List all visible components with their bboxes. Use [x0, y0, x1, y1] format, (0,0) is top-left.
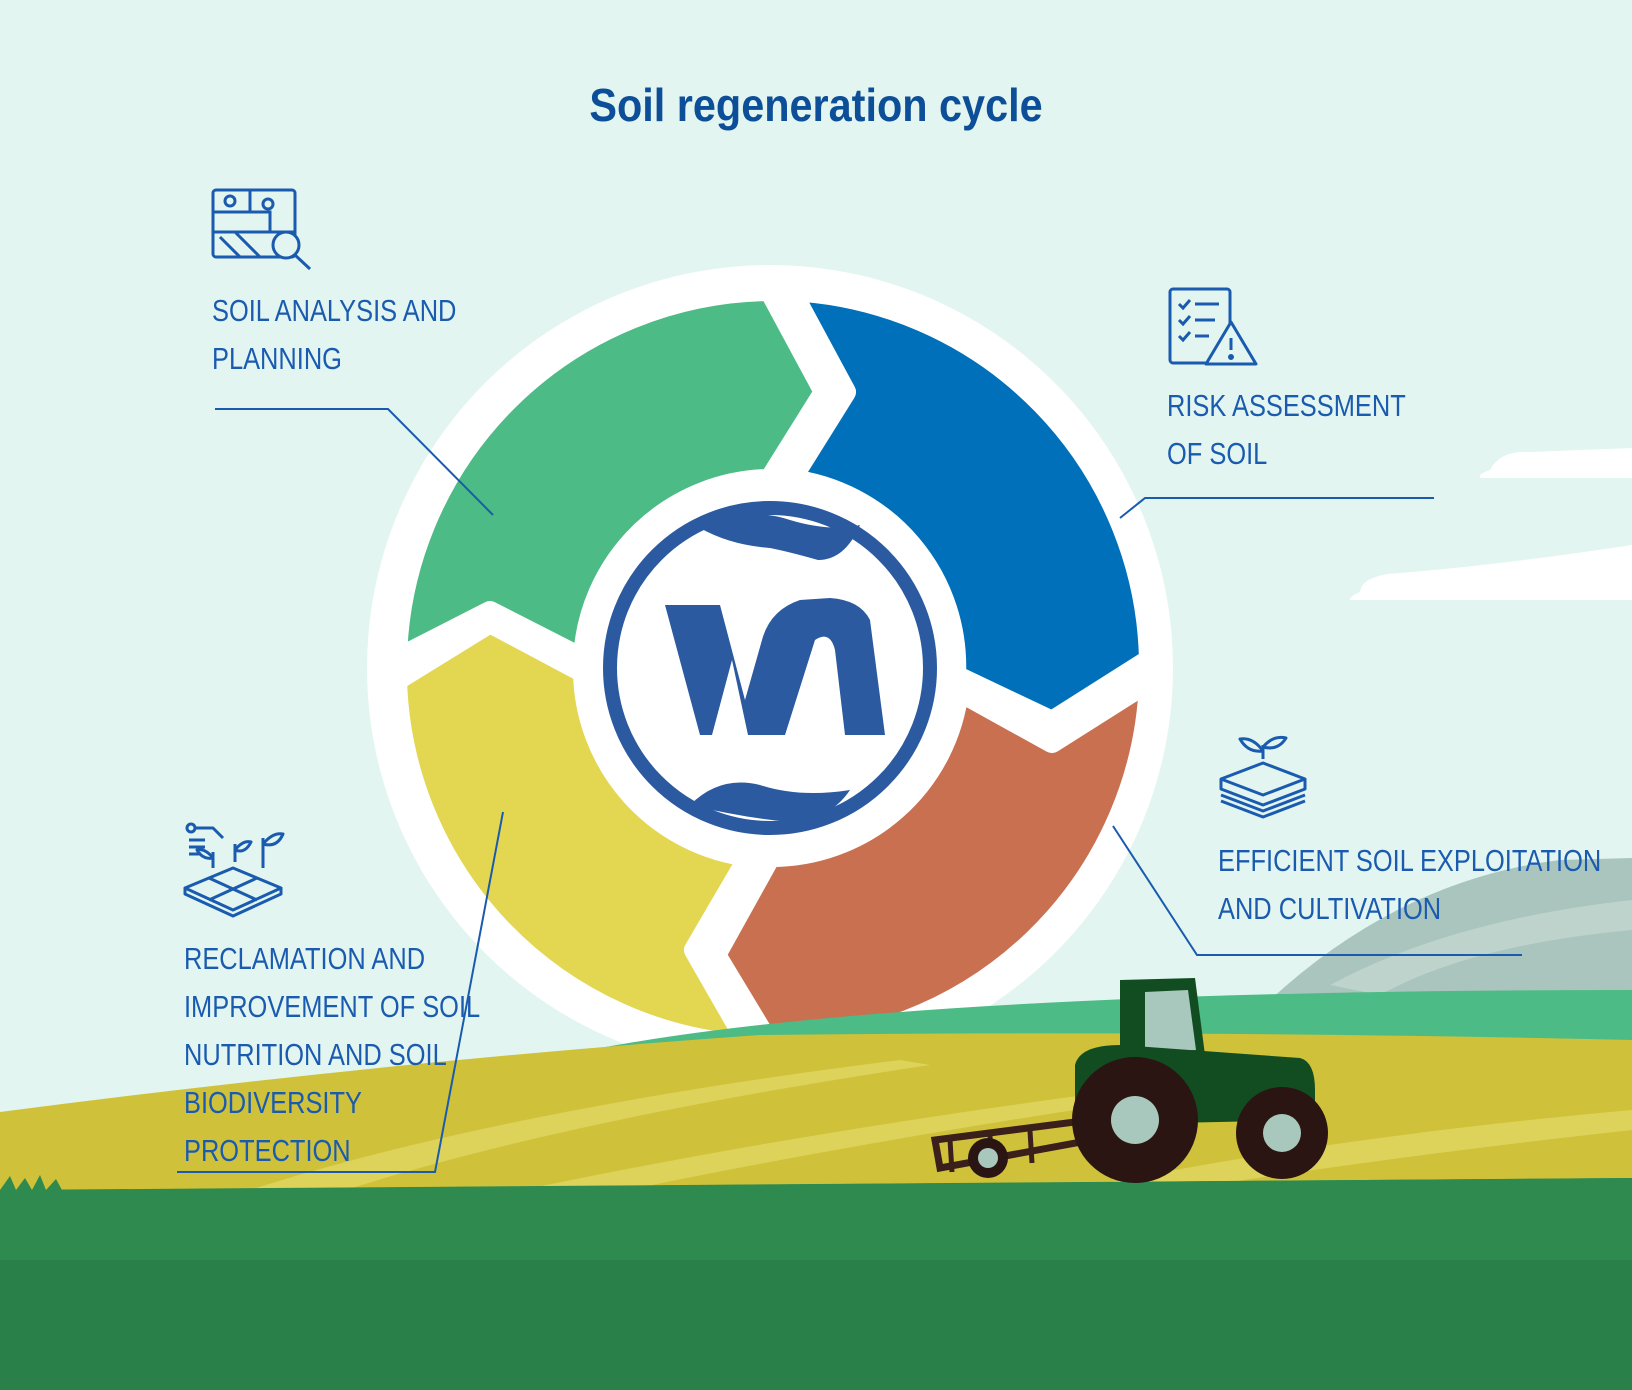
- step-label-reclamation: RECLAMATION AND IMPROVEMENT OF SOIL NUTR…: [184, 941, 481, 1168]
- grass-texture: [0, 1175, 1632, 1205]
- checklist-warning-icon: [1167, 286, 1259, 373]
- step-label-exploitation: EFFICIENT SOIL EXPLOITATION AND CULTIVAT…: [1218, 843, 1602, 926]
- logo-wm-letters: [665, 598, 885, 735]
- logo-bottom-wave: [690, 782, 850, 822]
- page-title: Soil regeneration cycle: [589, 79, 1043, 131]
- leader-lines: [177, 408, 1522, 1173]
- tractor: [930, 978, 1328, 1183]
- cycle-segment-reclamation: [385, 611, 761, 1057]
- center-logo: [594, 492, 946, 844]
- cloud-bottom: [1350, 545, 1632, 600]
- soil-layers-sprout-icon: [1218, 733, 1308, 824]
- step-label-analysis: SOIL ANALYSIS AND PLANNING: [212, 293, 457, 376]
- leader-line-analysis: [215, 408, 494, 516]
- yellow-field-stripe-2: [500, 1080, 1240, 1198]
- leader-line-reclamation: [177, 811, 504, 1173]
- distant-hill-stripe: [1330, 900, 1632, 995]
- cycle-segment-analysis: [385, 279, 836, 671]
- leader-line-risk: [1119, 497, 1434, 519]
- leader-line-exploitation: [1112, 825, 1522, 956]
- tractor-window: [1145, 990, 1196, 1052]
- map-search-icon: [210, 187, 314, 276]
- cloud-top: [1479, 448, 1632, 478]
- clouds: [1350, 448, 1632, 600]
- yellow-field-stripe-1: [250, 1060, 930, 1195]
- cycle-diagram: [367, 265, 1173, 1071]
- grass-shade: [0, 1260, 1632, 1390]
- field-plants-icon: [183, 822, 285, 923]
- fields: [0, 990, 1632, 1390]
- step-label-risk: RISK ASSESSMENT OF SOIL: [1167, 388, 1406, 471]
- cycle-segment-risk: [779, 279, 1161, 733]
- logo-top-wave: [700, 514, 860, 560]
- yellow-field-stripe-3: [1050, 1110, 1632, 1198]
